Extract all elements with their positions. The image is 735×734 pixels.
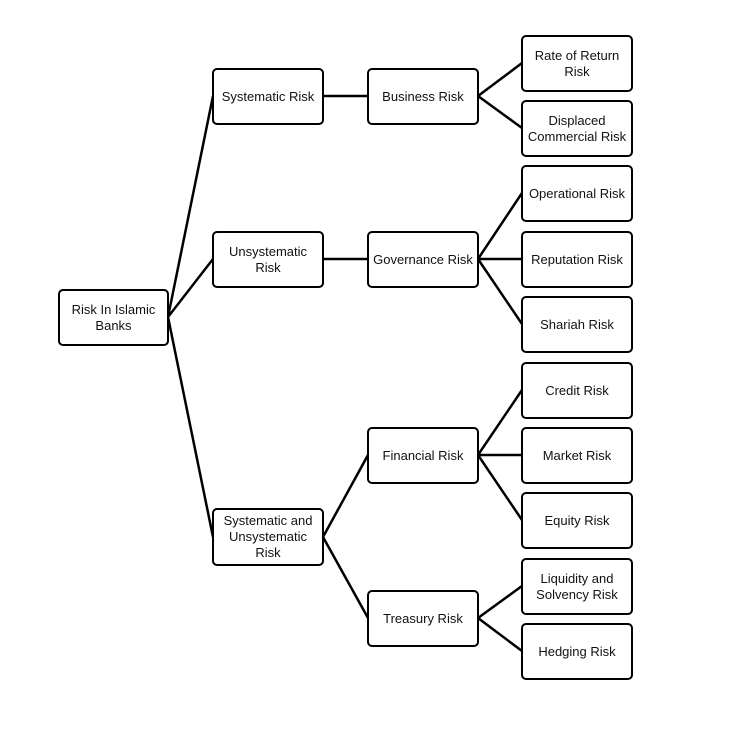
node-business-risk: Business Risk [367, 68, 479, 125]
edge-root-systematic [166, 95, 215, 318]
node-governance-risk: Governance Risk [367, 231, 479, 288]
node-liquidity-and-solvency-risk: Liquidity and Solvency Risk [521, 558, 633, 615]
node-shariah-risk: Shariah Risk [521, 296, 633, 353]
edge-treasury-liquidity [477, 584, 523, 620]
node-systematic-risk: Systematic Risk [212, 68, 324, 125]
node-operational-risk: Operational Risk [521, 165, 633, 222]
node-reputation-risk: Reputation Risk [521, 231, 633, 288]
edge-governance-operational [476, 192, 524, 260]
edge-both-treasury [321, 536, 370, 619]
edge-financial-credit [476, 389, 524, 456]
node-rate-of-return-risk: Rate of Return Risk [521, 35, 633, 92]
node-financial-risk: Financial Risk [367, 427, 479, 484]
node-systematic-and-unsystematic-risk: Systematic and Unsystematic Risk [212, 508, 324, 566]
edge-governance-shariah [476, 258, 524, 325]
edge-business-rate [477, 62, 523, 97]
edge-business-displaced [477, 94, 523, 130]
node-credit-risk: Credit Risk [521, 362, 633, 419]
edge-financial-equity [476, 454, 524, 521]
node-hedging-risk: Hedging Risk [521, 623, 633, 680]
node-unsystematic-risk: Unsystematic Risk [212, 231, 324, 288]
node-treasury-risk: Treasury Risk [367, 590, 479, 647]
edge-root-both [166, 316, 215, 538]
node-risk-in-islamic-banks: Risk In Islamic Banks [58, 289, 169, 346]
edge-both-financial [321, 454, 370, 538]
edge-root-unsystematic [167, 258, 214, 318]
node-equity-risk: Equity Risk [521, 492, 633, 549]
edge-treasury-hedging [477, 617, 523, 652]
node-market-risk: Market Risk [521, 427, 633, 484]
node-displaced-commercial-risk: Displaced Commercial Risk [521, 100, 633, 157]
